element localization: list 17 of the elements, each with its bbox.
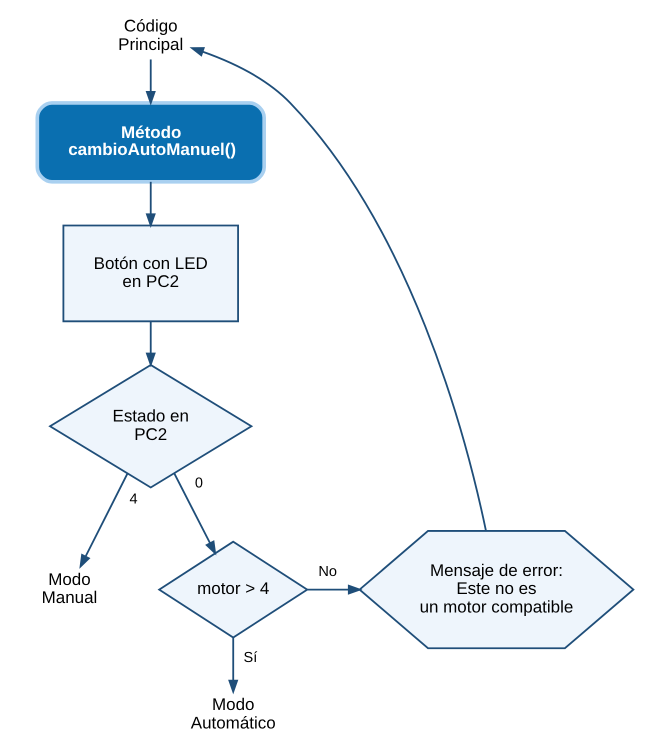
edge-label: 0 (194, 476, 204, 492)
node-box: Botón con LED en PC2 (62, 224, 239, 322)
arrow (146, 59, 156, 106)
arrow (146, 321, 156, 368)
edge-label: Sí (244, 650, 258, 666)
edge-label: No (318, 564, 337, 580)
node-text: Modo Automático (190, 695, 276, 732)
node-text: Código Principal (118, 16, 184, 54)
arrow (307, 584, 362, 595)
arrow (79, 473, 128, 569)
arrow (174, 473, 216, 556)
edge-label: 4 (129, 491, 138, 508)
node-box: Método cambioAutoManuel() (36, 101, 266, 184)
node-text: Modo Manual (42, 570, 98, 608)
arrow (228, 638, 238, 694)
arrow (146, 182, 156, 228)
arrow (190, 47, 487, 532)
